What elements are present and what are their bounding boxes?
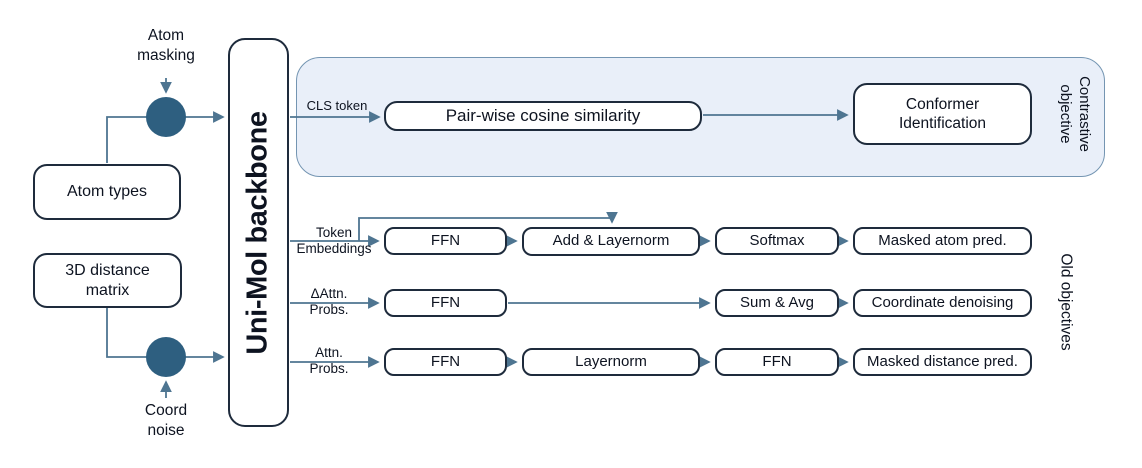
wire-atom-types [106,116,148,163]
row2-sum-avg-box: Sum & Avg [715,289,839,317]
row1-masked-atom-pred-box: Masked atom pred. [853,227,1032,255]
backbone-box [228,38,289,427]
row1-add-layernorm-box: Add & Layernorm [522,227,700,256]
atom-types-box: Atom types [33,164,181,220]
coord-noise-node [146,337,186,377]
wire-distance-matrix [106,308,148,358]
old-objectives-label: Old objectives [1057,253,1075,351]
row3-label: Attn. Probs. [309,345,349,377]
row3-layernorm-box: Layernorm [522,348,700,376]
row1-softmax-box: Softmax [715,227,839,255]
row3-ffn1-box: FFN [384,348,507,376]
row2-label: ΔAttn. Probs. [309,286,349,318]
contrastive-objective-label: Contrastive objective [1057,76,1093,152]
row1-ffn-box: FFN [384,227,507,255]
distance-matrix-box: 3D distance matrix [33,253,182,308]
similarity-box: Pair-wise cosine similarity [384,101,702,131]
cls-token-label: CLS token [306,98,368,113]
skip-connection [358,212,618,241]
conformer-identification-box: Conformer Identification [853,83,1032,145]
atom-masking-label: Atom masking [137,27,195,65]
backbone-label: Uni-Mol backbone [241,111,274,355]
row1-label: Token Embeddings [296,225,372,257]
atom-masking-node [146,97,186,137]
row3-ffn2-box: FFN [715,348,839,376]
row2-coordinate-denoising-box: Coordinate denoising [853,289,1032,317]
row2-ffn-box: FFN [384,289,507,317]
coord-noise-label: Coord noise [144,402,188,440]
row3-masked-distance-pred-box: Masked distance pred. [853,348,1032,376]
